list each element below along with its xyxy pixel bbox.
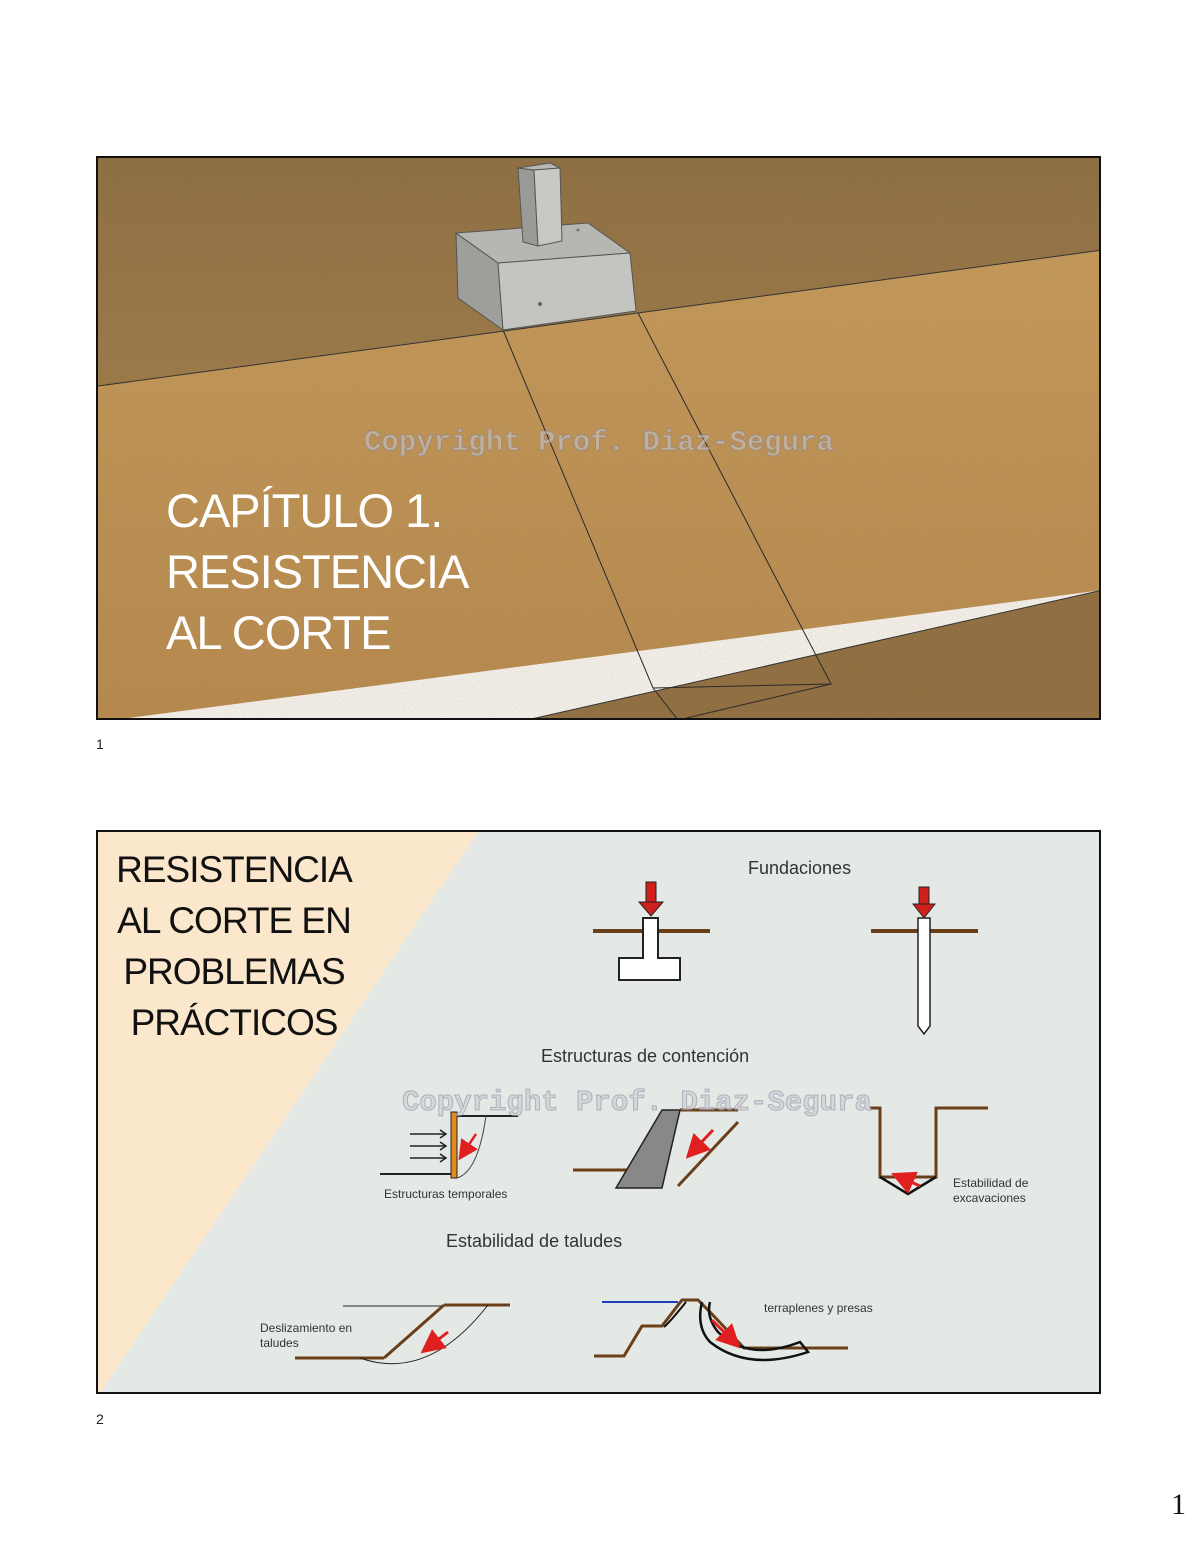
temporary-structure-diagram	[380, 1111, 518, 1179]
footing-3d-illustration	[98, 158, 1099, 718]
section-fundaciones: Fundaciones	[748, 858, 852, 878]
title-line-3: PROBLEMAS	[123, 951, 345, 992]
slide-number-1: 1	[96, 736, 104, 752]
chapter-title: CAPÍTULO 1. RESISTENCIA AL CORTE	[166, 480, 586, 663]
copyright-watermark: Copyright Prof. Diaz-Segura	[364, 426, 835, 460]
label-excavaciones: Estabilidad de excavaciones	[953, 1176, 1028, 1206]
title-line-1: RESISTENCIA	[116, 849, 353, 890]
title-line-3: AL CORTE	[166, 606, 391, 659]
slide-2-title: RESISTENCIA AL CORTE EN PROBLEMAS PRÁCTI…	[106, 844, 362, 1048]
embankment-dam-diagram	[594, 1298, 848, 1362]
slide-number-2: 2	[96, 1411, 104, 1427]
excavation-diagram	[870, 1106, 988, 1196]
label-terraplenes: terraplenes y presas	[764, 1301, 873, 1315]
retaining-wall-diagram	[573, 1108, 740, 1189]
title-line-2: AL CORTE EN	[117, 900, 352, 941]
slide-1: Copyright Prof. Diaz-Segura CAPÍTULO 1. …	[96, 156, 1101, 720]
section-contencion: Estructuras de contención	[541, 1046, 750, 1066]
label-deslizamiento: Deslizamiento en taludes	[260, 1321, 352, 1351]
section-taludes: Estabilidad de taludes	[446, 1231, 623, 1251]
label-excavaciones-line-1: Estabilidad de	[953, 1176, 1029, 1190]
practical-problems-diagram	[98, 832, 988, 1392]
slide-2: RESISTENCIA AL CORTE EN PROBLEMAS PRÁCTI…	[96, 830, 1101, 1394]
label-deslizamiento-line-1: Deslizamiento en	[260, 1321, 353, 1335]
title-line-1: CAPÍTULO 1.	[166, 484, 443, 537]
label-estructuras-temporales: Estructuras temporales	[384, 1187, 508, 1201]
label-deslizamiento-line-2: taludes	[260, 1336, 299, 1350]
title-line-4: PRÁCTICOS	[130, 1002, 339, 1043]
pile-foundation-diagram	[871, 886, 978, 1036]
page-number: 1	[1171, 1488, 1186, 1521]
shallow-footing-diagram	[593, 881, 710, 981]
title-line-2: RESISTENCIA	[166, 545, 469, 598]
label-excavaciones-line-2: excavaciones	[953, 1191, 1026, 1205]
copyright-watermark: Copyright Prof. Diaz-Segura	[402, 1086, 873, 1120]
slope-sliding-diagram	[295, 1303, 510, 1365]
